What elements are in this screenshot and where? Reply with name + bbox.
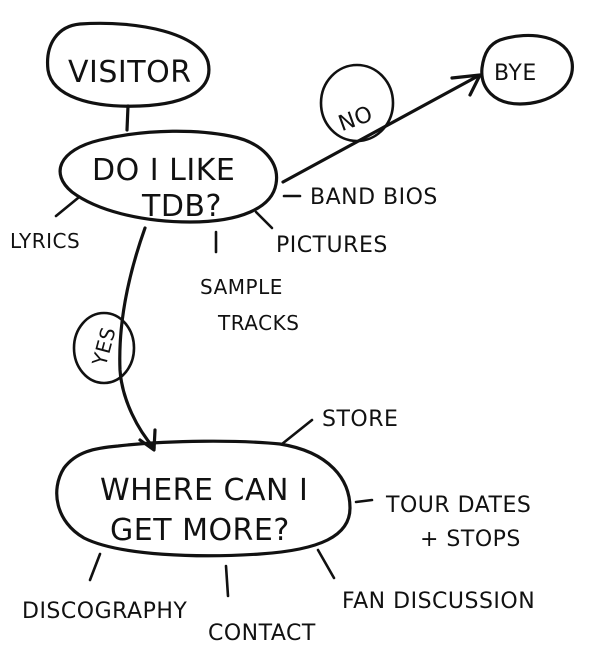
no-edge: NO (281, 63, 482, 184)
do-i-like-line1: DO I LIKE (92, 153, 235, 188)
visitor-connector (125, 104, 130, 132)
discography-label: DISCOGRAPHY (22, 599, 187, 624)
yes-label-circle (72, 311, 136, 385)
lyrics-connector (54, 196, 80, 218)
discography-connector (88, 552, 102, 582)
store-label: STORE (322, 407, 398, 432)
contact-label: CONTACT (208, 621, 316, 646)
no-arrow-line (281, 74, 480, 184)
where-more-line2: GET MORE? (110, 513, 290, 548)
no-arrowhead (450, 73, 482, 97)
fan-discussion-label: FAN DISCUSSION (342, 589, 535, 614)
visitor-label: VISITOR (68, 55, 192, 90)
yes-arrow-line (118, 226, 156, 450)
do-i-like-node: DO I LIKE TDB? (58, 129, 279, 224)
where-more-node: WHERE CAN I GET MORE? (55, 439, 352, 558)
visitor-ellipse (45, 21, 211, 108)
tour-line1: TOUR DATES (385, 493, 531, 518)
where-more-line1: WHERE CAN I (100, 473, 308, 508)
second-node-branches: STORE TOUR DATES + STOPS DISCOGRAPHY CON… (22, 407, 535, 646)
sample-tracks-line2: TRACKS (217, 311, 299, 335)
sample-tracks-line1: SAMPLE (200, 275, 283, 299)
fan-discussion-connector (316, 548, 336, 580)
do-i-like-line2: TDB? (141, 189, 222, 224)
bye-node: BYE (480, 33, 574, 106)
pictures-connector (254, 210, 274, 230)
tour-connector (354, 498, 374, 504)
pictures-label: PICTURES (276, 233, 388, 258)
visitor-node: VISITOR (45, 21, 211, 108)
contact-connector (224, 564, 230, 598)
no-label: NO (335, 102, 376, 137)
yes-label: YES (87, 324, 121, 369)
bye-ellipse (480, 33, 574, 106)
no-label-circle (319, 63, 395, 143)
bye-label: BYE (494, 61, 537, 86)
lyrics-label: LYRICS (10, 229, 80, 253)
first-node-branches: LYRICS BAND BIOS PICTURES SAMPLE TRACKS (10, 185, 438, 335)
do-i-like-ellipse (58, 129, 279, 224)
yes-edge: YES (72, 226, 157, 452)
band-bios-label: BAND BIOS (310, 185, 438, 210)
tour-line2: + STOPS (420, 527, 521, 552)
store-connector (280, 418, 314, 446)
where-more-ellipse (55, 439, 352, 558)
